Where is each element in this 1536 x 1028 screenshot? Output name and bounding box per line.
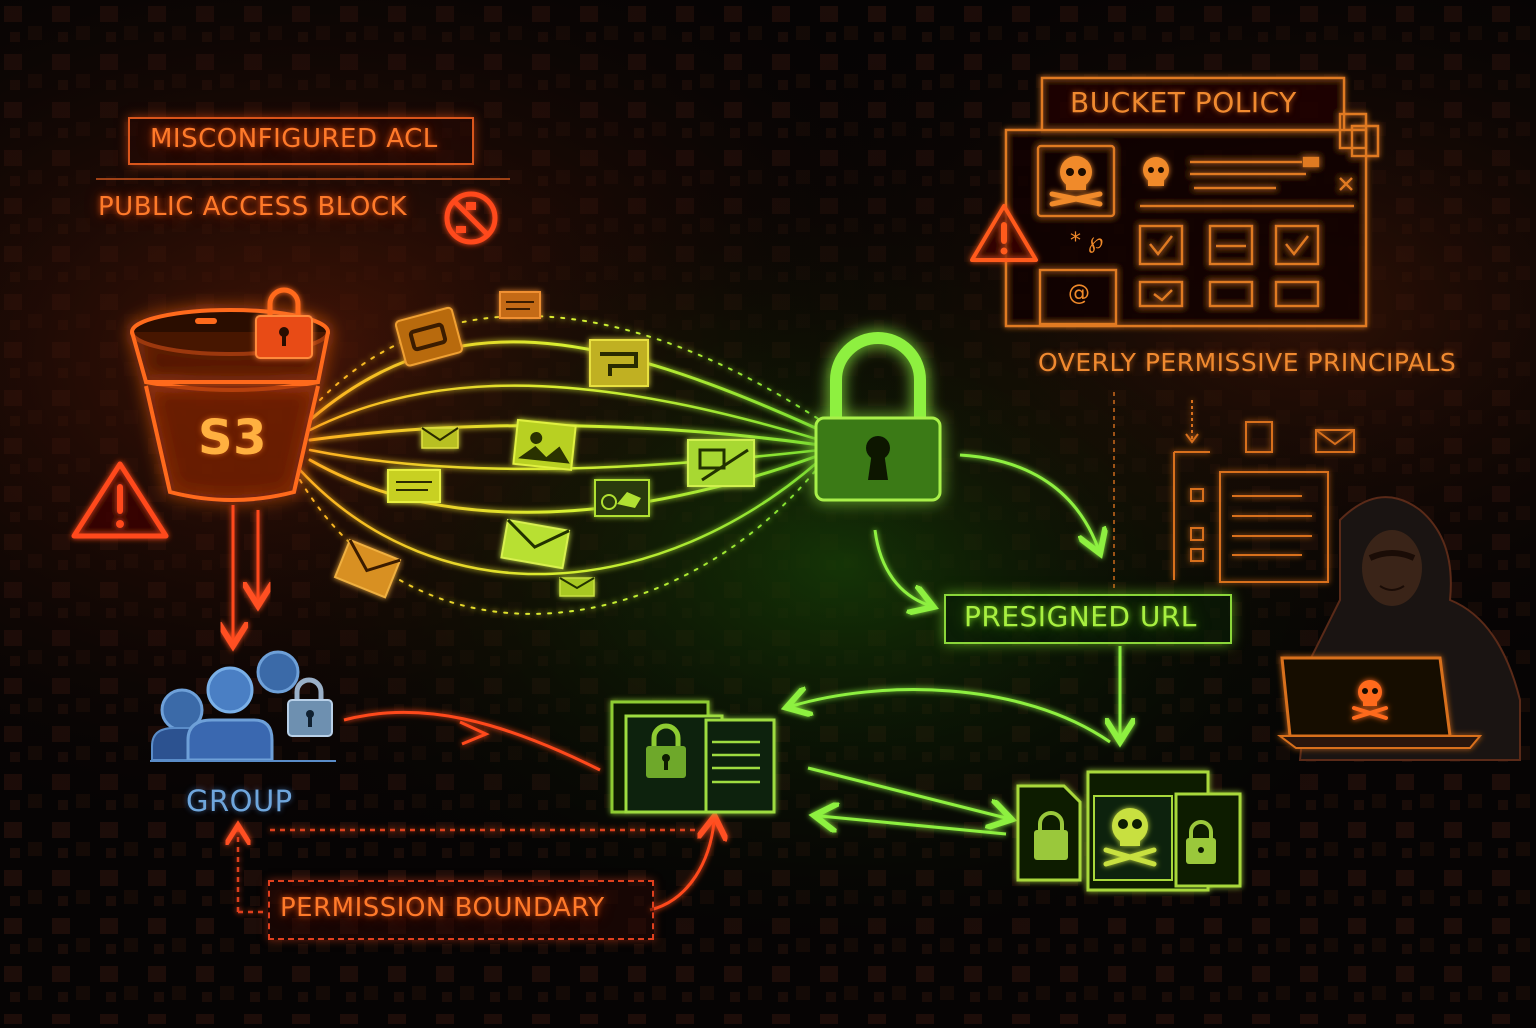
- mail-icon: [559, 577, 595, 597]
- mail-icon: [500, 518, 571, 570]
- group-label: GROUP: [186, 784, 293, 818]
- bucket-to-group-arrows: [233, 505, 258, 640]
- document-icon: [387, 469, 441, 503]
- locked-folder-icon: [610, 700, 776, 814]
- no-access-icon: [444, 191, 498, 245]
- image-icon: [512, 418, 577, 471]
- s3-label: S3: [198, 410, 267, 466]
- skull-crossbones-icon: [1103, 808, 1157, 867]
- group-to-folder-arrow: [343, 710, 601, 772]
- permission-boundary-path: [238, 822, 714, 914]
- permission-boundary-box: [268, 880, 654, 940]
- document-icon: [589, 339, 649, 387]
- skull-crossbones-icon: [1049, 156, 1169, 207]
- at-sign-glyph: @: [1068, 281, 1090, 306]
- misconfigured-acl-box: [128, 117, 474, 165]
- presigned-url-label: PRESIGNED URL: [964, 600, 1197, 633]
- bucket-policy-title: BUCKET POLICY: [1070, 86, 1297, 119]
- mail-icon: [421, 427, 459, 449]
- file-card-icon: [394, 306, 464, 367]
- padlock-icon: [255, 287, 313, 359]
- mail-icon: [687, 439, 755, 487]
- skull-crossbones-icon: [1352, 680, 1388, 720]
- asterisk-glyph: * ℘: [1070, 229, 1103, 254]
- presigned-url-box: [944, 594, 1232, 644]
- image-icon: [594, 479, 650, 517]
- public-access-block-label: PUBLIC ACCESS BLOCK: [98, 192, 408, 222]
- principals-list-panel: [1173, 400, 1355, 583]
- warning-triangle-icon: [970, 204, 1038, 262]
- floating-files: [333, 291, 755, 599]
- padlock-icon: [287, 677, 333, 737]
- padlock-icon: [814, 332, 942, 502]
- users-group-icon: [150, 650, 336, 762]
- compromised-folder-icon: [1016, 770, 1242, 892]
- lock-to-url-arrows: [792, 453, 1120, 836]
- permission-boundary-label: PERMISSION BOUNDARY: [280, 893, 605, 923]
- misconfigured-acl-label: MISCONFIGURED ACL: [150, 124, 438, 154]
- mail-icon: [333, 538, 402, 599]
- document-icon: [499, 291, 541, 319]
- warning-triangle-icon: [71, 461, 169, 539]
- overly-permissive-principals-label: OVERLY PERMISSIVE PRINCIPALS: [1038, 348, 1457, 377]
